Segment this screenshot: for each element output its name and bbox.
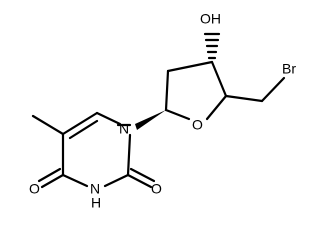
bond-c2-n3 bbox=[103, 173, 130, 188]
bond-methyl bbox=[31, 114, 65, 136]
bond-c4-c5 bbox=[224, 94, 264, 103]
molecule-diagram: OH Br O N N H O O bbox=[29, 11, 296, 211]
n3-hydrogen-label: H bbox=[91, 195, 101, 211]
wedge-bond-c1-n1 bbox=[135, 110, 166, 130]
bond-c4-o bbox=[40, 173, 65, 189]
bond-c2-o-double bbox=[129, 167, 156, 183]
hydroxyl-label: OH bbox=[200, 11, 221, 27]
n3-label: N bbox=[90, 181, 100, 197]
c4-oxygen-label: O bbox=[29, 181, 40, 197]
c2-oxygen-label: O bbox=[151, 181, 162, 197]
bond-c6-n1 bbox=[95, 111, 122, 126]
bond-c2-o bbox=[126, 173, 153, 189]
bond-o-c1 bbox=[164, 108, 191, 121]
bond-c4-o-double bbox=[37, 167, 62, 183]
bond-n1-c2 bbox=[126, 133, 132, 177]
structure-canvas: OH Br O N N H O O bbox=[29, 11, 296, 211]
bromine-label: Br bbox=[282, 61, 296, 77]
n1-label: N bbox=[119, 121, 129, 137]
bond-c2-c3 bbox=[166, 60, 214, 73]
bond-c5r-c6 bbox=[61, 111, 99, 136]
bond-c5-br bbox=[260, 76, 286, 103]
ring-oxygen-label: O bbox=[192, 117, 203, 133]
hashed-bond-c3-oh bbox=[203, 32, 221, 60]
bond-c3-c4 bbox=[210, 60, 228, 98]
bond-c1-c2 bbox=[164, 69, 170, 112]
bond-n3-c4 bbox=[61, 173, 89, 188]
bond-c5r-c6-double bbox=[68, 119, 99, 140]
bond-lines bbox=[31, 60, 286, 189]
bond-c4-o bbox=[205, 94, 228, 121]
